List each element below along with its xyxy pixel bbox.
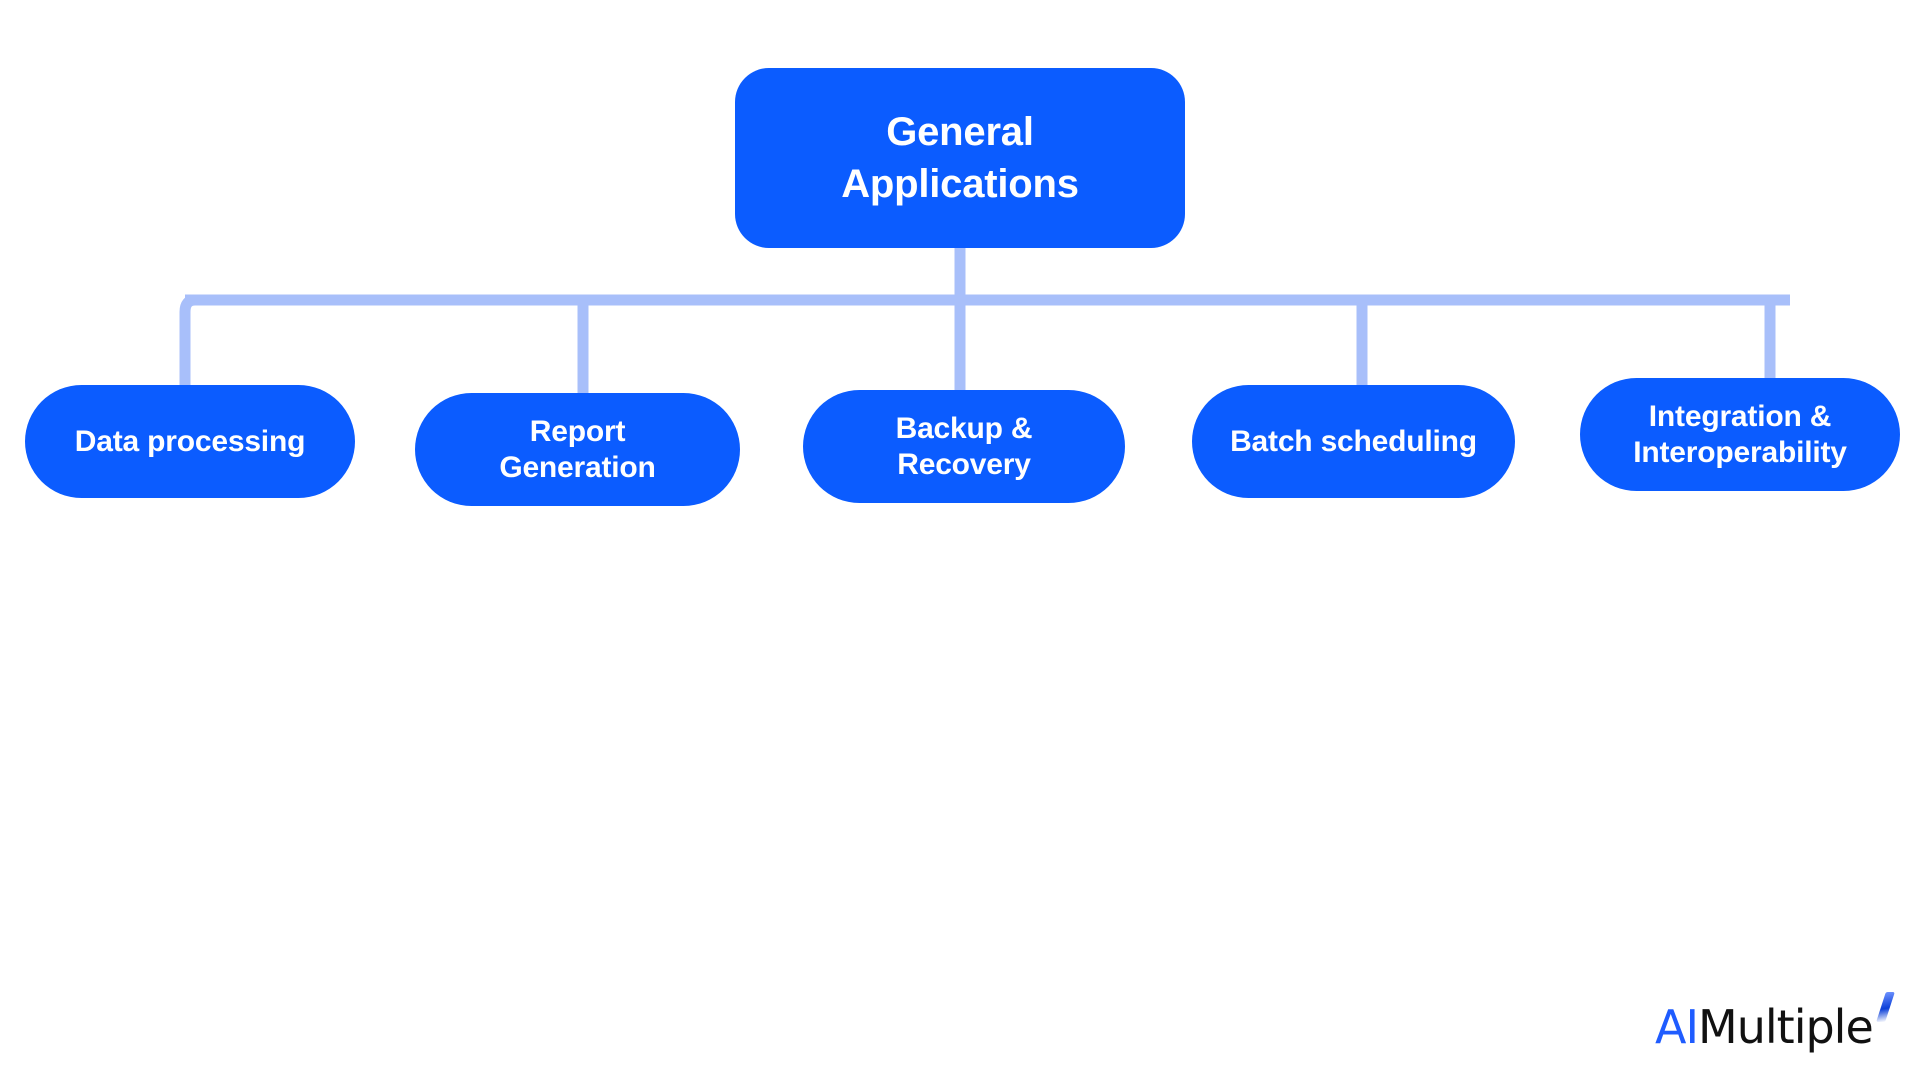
node-child-data-processing[interactable]: Data processing — [25, 385, 355, 498]
connector-drop-1 — [179, 294, 1790, 398]
node-child-label-4: Batch scheduling — [1230, 424, 1477, 458]
node-root-label: General Applications — [841, 110, 1079, 206]
node-child-integration-interoperability[interactable]: Integration & Interoperability — [1580, 378, 1900, 491]
node-child-label-5: Integration & Interoperability — [1633, 400, 1847, 469]
node-child-report-generation[interactable]: Report Generation — [415, 393, 740, 506]
node-child-label-3: Backup & Recovery — [895, 412, 1033, 481]
node-child-batch-scheduling[interactable]: Batch scheduling — [1192, 385, 1515, 498]
node-child-label-2: Report Generation — [499, 415, 656, 484]
logo-text-multiple: Multiple — [1698, 1000, 1874, 1054]
node-child-label-1: Data processing — [74, 424, 306, 458]
logo-text-ai: AI — [1655, 1000, 1699, 1054]
logo-slash-mark — [1875, 992, 1897, 1026]
aimultiple-logo: AI Multiple — [1655, 1000, 1897, 1054]
node-root-general-applications[interactable]: General Applications — [735, 68, 1185, 248]
node-child-backup-recovery[interactable]: Backup & Recovery — [803, 390, 1125, 503]
